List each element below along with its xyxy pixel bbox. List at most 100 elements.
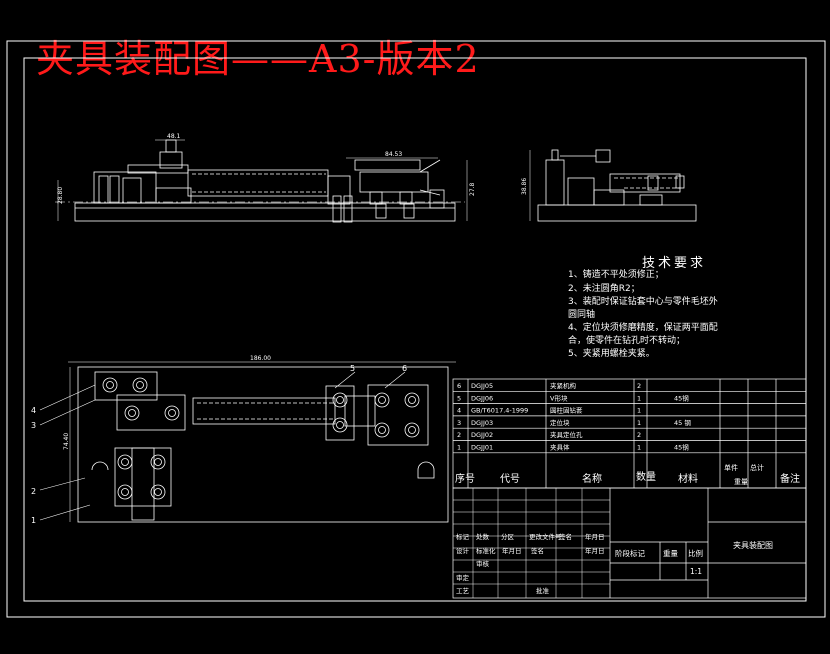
tb-row2-cell: 年月日 bbox=[502, 546, 522, 555]
title-block bbox=[452, 487, 807, 599]
tb-row1-cell: 处数 bbox=[476, 532, 490, 541]
plan-hole-inner bbox=[378, 396, 386, 404]
plan-hole-inner bbox=[106, 381, 114, 389]
tb-row2-cell: 标准化 bbox=[476, 546, 496, 555]
plan-hole bbox=[332, 417, 348, 433]
tb-review: 审核 bbox=[476, 559, 490, 568]
tb-weight: 重量 bbox=[663, 549, 678, 558]
plan-hole bbox=[117, 484, 133, 500]
plan-hole bbox=[117, 454, 133, 470]
bom-cell-code: DGJJ02 bbox=[471, 431, 493, 439]
plan-holes bbox=[102, 377, 420, 500]
bom-header-code: 代号 bbox=[500, 473, 520, 485]
plan-hole bbox=[132, 377, 148, 393]
balloon-1: 1 bbox=[31, 516, 36, 525]
plan-hole bbox=[374, 422, 390, 438]
plan-hole bbox=[164, 405, 180, 421]
bom-cell-no: 6 bbox=[457, 382, 461, 390]
dim-side-h: 38.86 bbox=[521, 178, 528, 195]
bom-cell-no: 4 bbox=[457, 407, 461, 415]
plan-hole-inner bbox=[136, 381, 144, 389]
bom-cell-no: 2 bbox=[457, 431, 461, 439]
bom-cell-code: DGJJ06 bbox=[471, 394, 493, 402]
bom-cell-name: V形块 bbox=[550, 393, 568, 402]
tb-process: 工艺 bbox=[456, 587, 470, 595]
side-view bbox=[529, 149, 697, 222]
bom-cell-code: DGJJ05 bbox=[471, 382, 493, 390]
dim-front-top: 48.1 bbox=[167, 133, 181, 140]
tb-designer-sign: 签名 bbox=[531, 546, 544, 555]
bom-cell-qty: 2 bbox=[637, 382, 641, 390]
tech-item-2: 2、未注圆角R2； bbox=[568, 284, 640, 294]
tb-row1-cell: 分区 bbox=[501, 532, 515, 541]
bom-cell-qty: 1 bbox=[637, 444, 641, 452]
plan-hole-inner bbox=[128, 409, 136, 417]
outer-frame bbox=[6, 40, 826, 618]
tech-item-3-cont: 圆同轴 bbox=[568, 310, 596, 320]
bom-cell-mat: 45 钢 bbox=[674, 419, 691, 427]
plan-hole bbox=[332, 392, 348, 408]
tb-approve-check: 审定 bbox=[456, 573, 470, 582]
dim-front-right: 84.53 bbox=[385, 151, 402, 158]
plan-hole bbox=[404, 422, 420, 438]
title-block-text: 标记处数分区更改文件号签名年月日设计标准化年月日签名年月日阶段标记重量比例1:1… bbox=[456, 532, 773, 595]
tech-item-5: 5、夹紧用螺栓夹紧。 bbox=[568, 349, 655, 359]
balloon-3: 3 bbox=[31, 421, 36, 430]
bom-header-single: 单件 bbox=[724, 463, 738, 472]
bom-cell-code: DGJJ01 bbox=[471, 444, 493, 452]
bom-cell-mat: 45钢 bbox=[674, 394, 689, 402]
dim-front-h2: 27.8 bbox=[469, 182, 476, 196]
balloon-2: 2 bbox=[31, 487, 36, 496]
bom-cell-qty: 1 bbox=[637, 394, 641, 402]
dim-front-h1: 28.80 bbox=[57, 187, 64, 204]
dim-plan-w: 186.00 bbox=[250, 355, 271, 362]
bom-cell-qty: 1 bbox=[637, 419, 641, 427]
front-view bbox=[55, 139, 468, 223]
plan-hole-inner bbox=[378, 426, 386, 434]
plan-hole-inner bbox=[121, 458, 129, 466]
bom-cell-name: 夹具定位孔 bbox=[550, 430, 583, 439]
tb-row1-cell: 标记 bbox=[456, 532, 470, 541]
plan-hole-inner bbox=[168, 409, 176, 417]
bom-header-weight: 重量 bbox=[734, 478, 748, 486]
tb-row1-cell: 年月日 bbox=[585, 532, 605, 541]
bom-header-remark: 备注 bbox=[780, 472, 800, 485]
plan-hole-inner bbox=[336, 396, 344, 404]
plan-hole bbox=[374, 392, 390, 408]
bom-header-name: 名称 bbox=[582, 472, 602, 485]
bom-cell-no: 3 bbox=[457, 419, 461, 427]
balloon-5: 5 bbox=[350, 364, 355, 373]
bom-cell-mat: 45钢 bbox=[674, 444, 689, 452]
tech-item-4-cont: 合，使零件在钻孔时不转动； bbox=[568, 336, 686, 346]
bom-cell-no: 1 bbox=[457, 444, 461, 452]
bom-cell-qty: 2 bbox=[637, 431, 641, 439]
tech-item-3: 3、装配时保证钻套中心与零件毛坯外 bbox=[568, 297, 718, 307]
plan-hole bbox=[150, 484, 166, 500]
plan-hole-inner bbox=[121, 488, 129, 496]
tb-approve: 批准 bbox=[536, 586, 550, 595]
tb-row2-cell: 设计 bbox=[456, 546, 470, 555]
plan-hole bbox=[124, 405, 140, 421]
tb-row1-cell: 签名 bbox=[559, 532, 572, 541]
plan-hole-inner bbox=[408, 426, 416, 434]
bom-cell-qty: 1 bbox=[637, 407, 641, 415]
tb-date-label: 年月日 bbox=[585, 546, 605, 555]
bom-header-no: 序号 bbox=[455, 472, 475, 485]
tech-heading: 技术要求 bbox=[642, 256, 707, 271]
bom-cell-name: 夹紧机构 bbox=[550, 381, 577, 390]
inner-frame bbox=[23, 57, 807, 602]
leader-lines bbox=[39, 371, 406, 521]
tb-scale-label: 比例 bbox=[688, 548, 703, 558]
tb-drawing-name: 夹具装配图 bbox=[733, 540, 773, 550]
plan-hole bbox=[150, 454, 166, 470]
tb-scale-value: 1:1 bbox=[690, 567, 702, 576]
tb-row1-cell: 更改文件号 bbox=[529, 532, 562, 541]
bom-cell-name: 圆柱固钻套 bbox=[550, 406, 583, 415]
plan-hole bbox=[102, 377, 118, 393]
bom-cell-code: GB/T6017.4-1999 bbox=[471, 407, 528, 415]
drawing-title: 夹具装配图——A3-版本2 bbox=[36, 37, 480, 81]
bom-cell-name: 夹具体 bbox=[550, 443, 570, 452]
